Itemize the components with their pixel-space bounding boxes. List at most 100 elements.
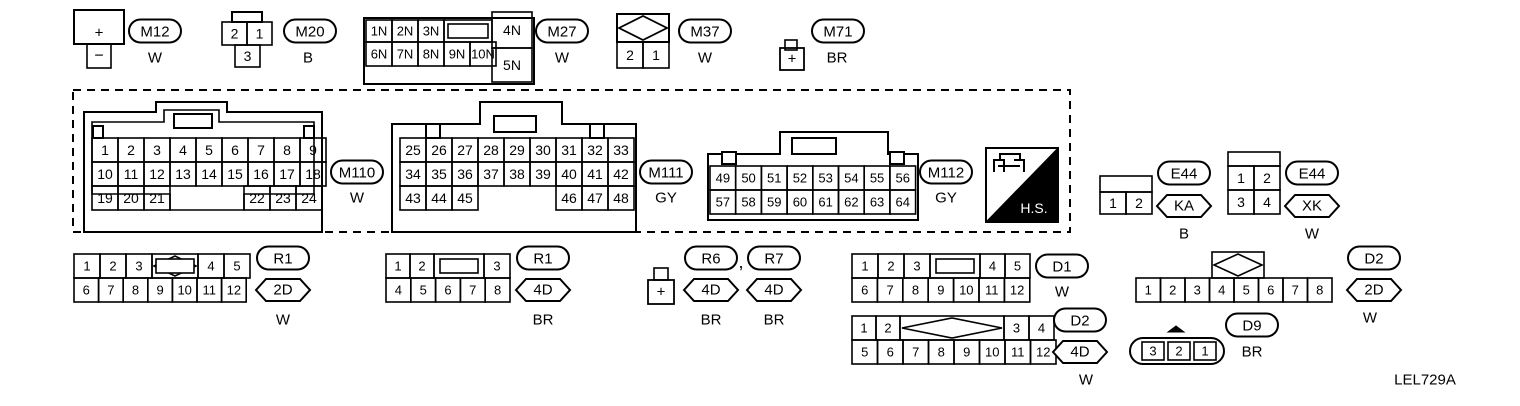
wire-color-label: W (1363, 310, 1378, 327)
pin-number: 2 (1169, 283, 1176, 298)
pin-number: 3 (135, 259, 142, 274)
pin-number: 24 (301, 190, 317, 206)
pin-number: 1 (394, 259, 401, 274)
harness-tag-label: 2D (273, 282, 292, 299)
connector-label: M37 (690, 24, 719, 41)
harness-tag-hexagon (745, 278, 803, 302)
pin-number: 11 (985, 283, 999, 298)
pin-number: 53 (818, 171, 832, 186)
pin-number: 6 (1267, 283, 1274, 298)
pin-number: 2 (418, 259, 425, 274)
pin-number: 2 (1175, 344, 1182, 359)
pin-number: 1 (652, 47, 660, 63)
connector-m111-shell (391, 101, 637, 233)
pin-number: 33 (613, 142, 629, 158)
pin-number: 35 (431, 166, 447, 182)
wire-color-label: BR (701, 312, 722, 329)
connector-label: E44 (1171, 166, 1198, 183)
connector-id-oval (1347, 245, 1401, 271)
pin-number: 10 (97, 166, 113, 182)
pin-number: 43 (405, 190, 421, 206)
pin-number: 1 (1237, 170, 1245, 186)
connector-id-oval (128, 18, 182, 44)
pin-number: 9N (449, 47, 466, 62)
pin-number: 64 (896, 195, 910, 210)
pin-number: 1 (1145, 283, 1152, 298)
pin-cavity (1003, 277, 1031, 303)
harness-tag-hexagon (254, 278, 312, 302)
pin-number: 7 (107, 283, 114, 298)
pin-number: 56 (896, 171, 910, 186)
pin-cavity (469, 41, 497, 67)
connector-id-oval (1157, 160, 1211, 186)
pin-number: 46 (561, 190, 577, 206)
connector-label: M112 (928, 165, 964, 182)
pin-number: 32 (587, 142, 603, 158)
lock-tab (889, 151, 905, 165)
pin-number: 3 (913, 259, 920, 274)
pin-number: 6N (371, 47, 388, 62)
pin-number: 2 (626, 47, 634, 63)
pin-number: 47 (587, 190, 603, 206)
pin-number: 5 (1014, 259, 1021, 274)
pin-number: 1 (1201, 344, 1208, 359)
pin-number: 7 (886, 283, 893, 298)
pin-number: 10 (959, 283, 973, 298)
connector-label: M27 (547, 24, 576, 41)
pin-number: 8 (912, 283, 919, 298)
lock-tab (589, 123, 605, 139)
connector-m71-body (779, 47, 805, 71)
pin-cavity (1125, 191, 1153, 215)
wire-color-label: BR (764, 312, 785, 329)
connector-m112-shell (707, 131, 919, 221)
pin-number: 37 (483, 166, 499, 182)
pin-number: 5 (1243, 283, 1250, 298)
pin-number: 55 (870, 171, 884, 186)
pin-number: − (94, 48, 103, 65)
pin-number: 2 (231, 26, 239, 42)
pin-cavity (1167, 341, 1191, 361)
pin-cavity (143, 185, 171, 211)
keyway-cavity (899, 315, 1005, 341)
connector-e44-latch (1227, 151, 1281, 167)
harness-tag-hexagon (1345, 278, 1403, 302)
pin-number: 1 (861, 259, 868, 274)
pin-number: 10 (177, 283, 191, 298)
pin-number: 5N (503, 57, 521, 73)
pin-number: 2 (1135, 195, 1143, 211)
lock-window (155, 258, 195, 274)
connector-label: D1 (1052, 259, 1071, 276)
pin-number: 31 (561, 142, 577, 158)
pin-number: 42 (613, 166, 629, 182)
connector-label: M111 (648, 165, 683, 182)
pin-cavity (451, 185, 479, 211)
connector-label: R1 (273, 251, 292, 268)
pin-number: 49 (716, 171, 730, 186)
wire-color-label: BR (827, 50, 848, 67)
document-code: LEL729A (1394, 372, 1456, 389)
pin-number: 10 (985, 345, 999, 360)
wire-color-label: BR (1242, 344, 1263, 361)
connector-m110-body (83, 111, 323, 233)
harness-tag-label: 4D (764, 282, 783, 299)
pin-number: 5 (861, 345, 868, 360)
connector-r6-body (647, 279, 675, 305)
pin-number: 1 (1109, 195, 1117, 211)
pin-number: 28 (483, 142, 499, 158)
pin-number: 48 (613, 190, 629, 206)
wire-color-label: GY (655, 190, 677, 207)
pin-number: 39 (535, 166, 551, 182)
pin-number: 12 (1036, 345, 1050, 360)
pin-number: 40 (561, 166, 577, 182)
wire-color-label: W (148, 50, 163, 67)
pin-number: 51 (767, 171, 781, 186)
pin-number: 4 (989, 259, 996, 274)
pin-number: 2N (397, 24, 414, 39)
wire-color-label: BR (533, 312, 554, 329)
connector-label: R7 (764, 251, 783, 268)
pin-number: 3 (1237, 194, 1245, 210)
pin-cavity (1253, 189, 1281, 215)
connector-e44-latch (1099, 175, 1153, 193)
pin-number: 8 (1316, 283, 1323, 298)
pin-cavity (642, 41, 670, 69)
